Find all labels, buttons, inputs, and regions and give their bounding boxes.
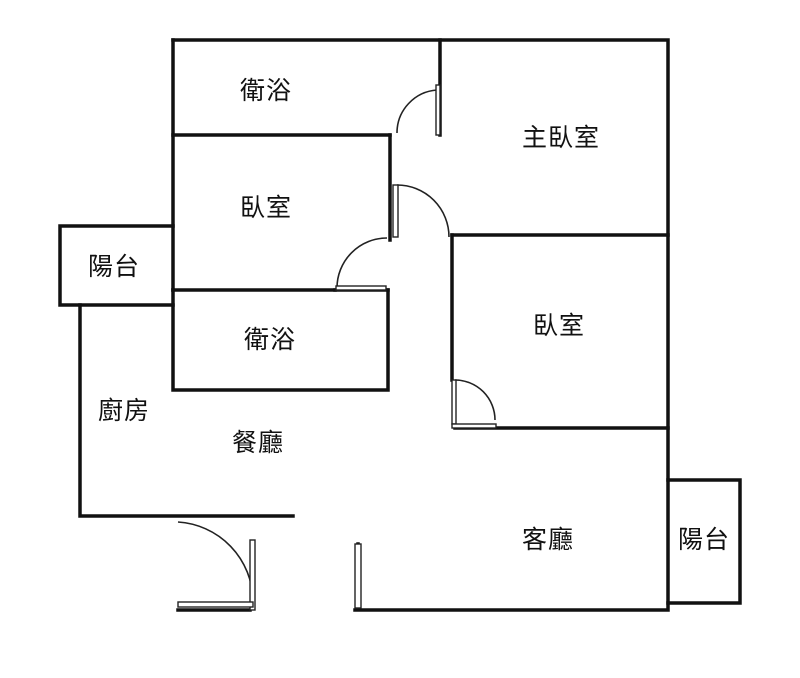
room-label-bath-top: 衛浴 [240, 76, 293, 105]
door-bath-top [396, 89, 438, 134]
door-entrance [177, 521, 254, 601]
jamb-bath-top [435, 84, 441, 136]
room-label-dining: 餐廳 [232, 428, 285, 457]
bath-mid-walls [171, 288, 390, 392]
jamb-bedroom-left [335, 285, 387, 291]
room-label-bedroom-right: 臥室 [533, 311, 586, 340]
balcony-right-walls [666, 478, 742, 605]
room-label-living: 客廳 [522, 525, 575, 554]
room-label-bedroom-left: 臥室 [240, 193, 293, 222]
room-label-master-bedroom: 主臥室 [522, 123, 601, 152]
jamb-bedroom-right-bottom [451, 423, 497, 429]
outer-wall-top [171, 38, 670, 612]
jamb-entrance-bottom [177, 601, 254, 608]
room-label-kitchen: 廚房 [98, 396, 151, 425]
jamb-entrance [249, 539, 256, 611]
room-label-bath-mid: 衛浴 [244, 325, 297, 354]
door-bedroom-left [336, 237, 388, 289]
kitchen-wall [78, 303, 295, 518]
door-bedroom-right [454, 379, 496, 421]
room-label-balcony-right: 陽台 [678, 525, 731, 554]
balcony-left-walls [58, 224, 175, 307]
room-label-balcony-left: 陽台 [88, 252, 141, 281]
jamb-partition [354, 543, 362, 609]
jamb-bedroom-right [451, 379, 457, 425]
door-master [396, 184, 450, 238]
jamb-master [392, 184, 399, 238]
